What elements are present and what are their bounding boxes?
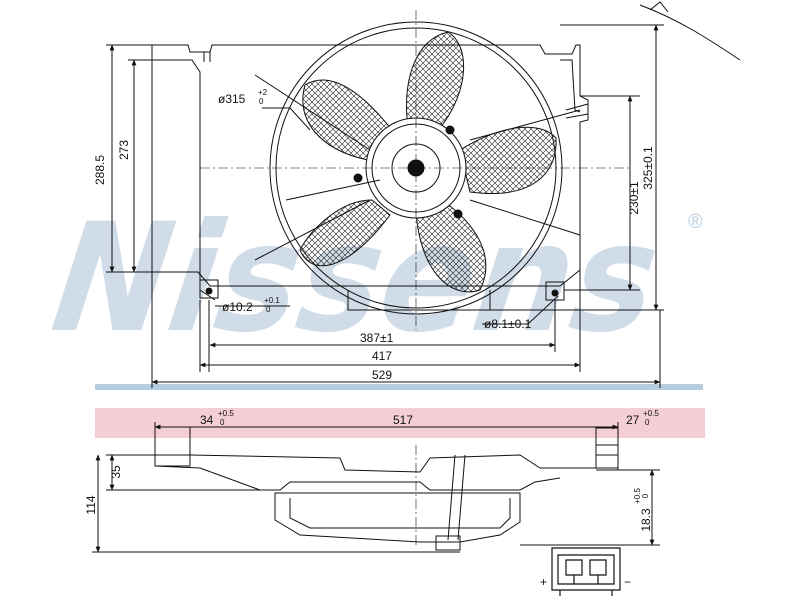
dim-34-tol-lower: 0 — [220, 418, 225, 427]
fan-diameter-tol-upper: +2 — [258, 88, 268, 97]
connector-body — [551, 547, 621, 591]
top-view-labels: ø315 +2 0 288.5 273 230±1 325±0.1 ø10.2 … — [93, 88, 655, 382]
dim-529: 529 — [372, 368, 392, 382]
connector — [551, 547, 621, 596]
fan-diameter-tol-lower: 0 — [259, 97, 264, 106]
dim-517: 517 — [393, 413, 413, 427]
dim-27: 27 — [626, 413, 640, 427]
dim-230: 230±1 — [627, 181, 641, 215]
dim-325: 325±0.1 — [641, 146, 655, 190]
connector-labels: + − — [540, 575, 631, 589]
dim-273: 273 — [117, 140, 131, 160]
dim-35: 35 — [109, 465, 123, 479]
hole-left-tol-upper: +0.1 — [264, 296, 280, 305]
dim-34: 34 — [200, 413, 214, 427]
dim-34-tol-upper: +0.5 — [218, 409, 234, 418]
hole-left-tol-lower: 0 — [266, 305, 271, 314]
dim-387: 387±1 — [360, 331, 394, 345]
fan-diameter-label: ø315 — [218, 92, 246, 106]
dim-183-tol-upper: +0.5 — [633, 488, 642, 504]
hole-left-label: ø10.2 — [222, 300, 253, 314]
dim-27-tol-lower: 0 — [645, 418, 650, 427]
watermark-registered-mark: ® — [688, 211, 703, 233]
top-view — [106, 1, 741, 388]
watermark-rule — [95, 384, 703, 390]
side-view-labels: 517 34 +0.5 0 27 +0.5 0 35 114 18.3 +0.5… — [84, 409, 659, 532]
dim-114: 114 — [84, 495, 98, 514]
shroud-outline — [151, 44, 589, 287]
dim-183-tol-lower: 0 — [641, 493, 650, 498]
hole-right-label: ø8.1±0.1 — [484, 317, 532, 331]
dim-183: 18.3 — [639, 508, 653, 532]
watermark-band — [95, 408, 705, 438]
dim-27-tol-upper: +0.5 — [643, 409, 659, 418]
dim-288: 288.5 — [93, 155, 107, 185]
dim-417: 417 — [372, 349, 392, 363]
side-view — [92, 422, 660, 553]
fan-blades — [299, 31, 557, 293]
connector-plus-label: + — [540, 575, 547, 589]
connector-minus-label: − — [624, 575, 631, 589]
